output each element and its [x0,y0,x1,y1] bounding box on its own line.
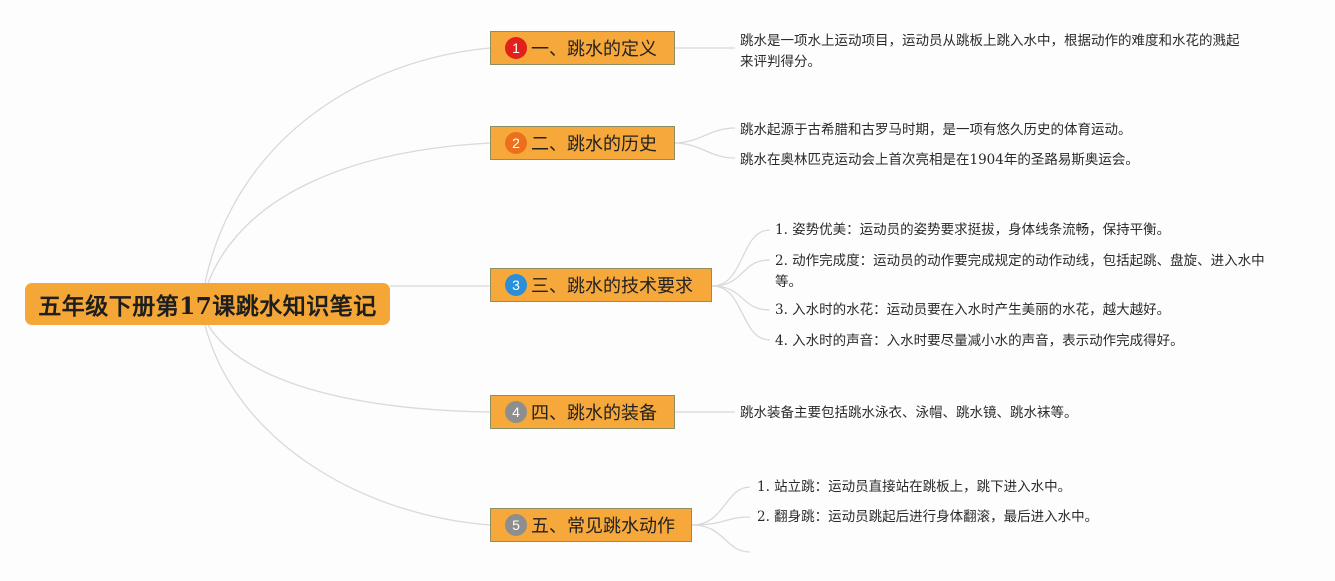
leaf-definition-1[interactable]: 跳水是一项水上运动项目，运动员从跳板上跳入水中，根据动作的难度和水花的溅起来评判… [740,31,1240,73]
leaf-technique-2[interactable]: 2. 动作完成度：运动员的动作要完成规定的动作动线，包括起跳、盘旋、进入水中等。 [775,251,1275,293]
branch-label: 二、跳水的历史 [531,134,657,155]
leaf-history-2[interactable]: 跳水在奥林匹克运动会上首次亮相是在1904年的圣路易斯奥运会。 [740,150,1139,171]
central-topic-label: 五年级下册第17课跳水知识笔记 [38,293,377,320]
central-topic[interactable]: 五年级下册第17课跳水知识笔记 [25,283,390,325]
branch-definition[interactable]: 1 一、跳水的定义 [490,31,675,65]
branch-label: 一、跳水的定义 [531,39,657,60]
leaf-text: 3. 入水时的水花：运动员要在入水时产生美丽的水花，越大越好。 [775,302,1171,318]
branch-history[interactable]: 2 二、跳水的历史 [490,126,675,160]
leaf-text: 1. 姿势优美：运动员的姿势要求挺拔，身体线条流畅，保持平衡。 [775,222,1171,238]
leaf-text: 跳水是一项水上运动项目，运动员从跳板上跳入水中，根据动作的难度和水花的溅起来评判… [740,33,1240,70]
leaf-text: 2. 动作完成度：运动员的动作要完成规定的动作动线，包括起跳、盘旋、进入水中等。 [775,253,1265,290]
number-5-icon: 5 [505,514,527,536]
leaf-technique-3[interactable]: 3. 入水时的水花：运动员要在入水时产生美丽的水花，越大越好。 [775,300,1170,321]
leaf-equipment-1[interactable]: 跳水装备主要包括跳水泳衣、泳帽、跳水镜、跳水袜等。 [740,403,1078,424]
number-4-icon: 4 [505,401,527,423]
leaf-dives-2[interactable]: 2. 翻身跳：运动员跳起后进行身体翻滚，最后进入水中。 [757,507,1098,528]
leaf-text: 2. 翻身跳：运动员跳起后进行身体翻滚，最后进入水中。 [757,509,1099,525]
branch-equipment[interactable]: 4 四、跳水的装备 [490,395,675,429]
number-2-icon: 2 [505,132,527,154]
leaf-technique-1[interactable]: 1. 姿势优美：运动员的姿势要求挺拔，身体线条流畅，保持平衡。 [775,220,1170,241]
leaf-text: 4. 入水时的声音：入水时要尽量减小水的声音，表示动作完成得好。 [775,333,1184,349]
leaf-text: 跳水起源于古希腊和古罗马时期，是一项有悠久历史的体育运动。 [740,122,1132,138]
leaf-dives-1[interactable]: 1. 站立跳：运动员直接站在跳板上，跳下进入水中。 [757,477,1071,498]
number-1-icon: 1 [505,37,527,59]
branch-label: 三、跳水的技术要求 [531,276,693,297]
leaf-text: 跳水装备主要包括跳水泳衣、泳帽、跳水镜、跳水袜等。 [740,405,1078,421]
leaf-text: 跳水在奥林匹克运动会上首次亮相是在1904年的圣路易斯奥运会。 [740,152,1139,168]
branch-label: 四、跳水的装备 [531,403,657,424]
number-3-icon: 3 [505,274,527,296]
branch-label: 五、常见跳水动作 [531,516,675,537]
leaf-history-1[interactable]: 跳水起源于古希腊和古罗马时期，是一项有悠久历史的体育运动。 [740,120,1132,141]
branch-technique[interactable]: 3 三、跳水的技术要求 [490,268,712,302]
leaf-technique-4[interactable]: 4. 入水时的声音：入水时要尽量减小水的声音，表示动作完成得好。 [775,331,1184,352]
branch-common-dives[interactable]: 5 五、常见跳水动作 [490,508,692,542]
leaf-text: 1. 站立跳：运动员直接站在跳板上，跳下进入水中。 [757,479,1072,495]
